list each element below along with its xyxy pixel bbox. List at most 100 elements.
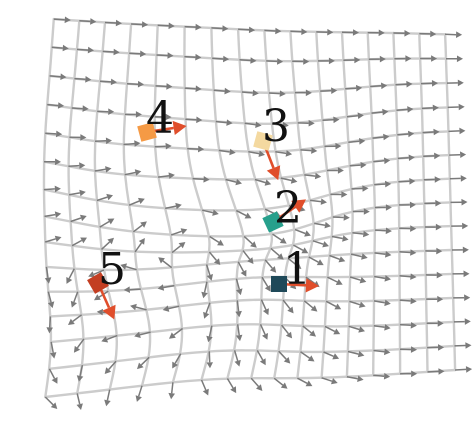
field-arrow xyxy=(165,202,182,210)
grid-column-line xyxy=(289,30,315,380)
field-arrow xyxy=(399,322,417,329)
field-arrow xyxy=(129,50,147,58)
field-arrow xyxy=(399,225,417,232)
field-arrow xyxy=(53,16,71,24)
field-arrow xyxy=(184,85,202,92)
field-arrow xyxy=(157,22,175,30)
field-arrows xyxy=(43,16,472,410)
field-arrow xyxy=(352,208,370,215)
field-arrow xyxy=(76,46,94,54)
field-arrow xyxy=(264,259,277,273)
field-arrow xyxy=(74,76,92,83)
field-arrow xyxy=(453,294,471,301)
field-arrow xyxy=(169,327,184,339)
field-arrow xyxy=(187,145,205,153)
field-arrow xyxy=(425,247,443,255)
field-arrow xyxy=(206,325,213,343)
field-arrow xyxy=(352,230,370,238)
field-arrow xyxy=(324,142,342,150)
field-arrow xyxy=(303,300,318,312)
field-arrow xyxy=(350,253,368,260)
field-arrow xyxy=(317,57,335,65)
field-arrow xyxy=(422,128,440,136)
field-arrow xyxy=(323,351,340,360)
field-arrow xyxy=(346,375,364,382)
field-arrow xyxy=(47,291,55,309)
field-arrow xyxy=(420,55,438,62)
field-arrow xyxy=(200,379,209,396)
grid-column-line xyxy=(340,31,354,378)
field-arrow xyxy=(374,227,392,235)
field-arrow xyxy=(94,137,112,145)
field-arrow xyxy=(373,324,391,331)
field-arrow xyxy=(256,350,266,366)
field-arrow xyxy=(268,90,286,97)
field-arrow xyxy=(88,269,105,278)
field-arrow xyxy=(45,130,63,138)
field-arrow xyxy=(326,167,344,174)
field-arrow xyxy=(331,235,349,242)
grid-row-line xyxy=(50,46,448,63)
field-arrow xyxy=(213,87,231,95)
grid-column-line xyxy=(93,21,118,391)
marker-label: 5 xyxy=(98,244,126,295)
marker-label: 2 xyxy=(274,183,302,234)
field-arrow xyxy=(373,372,391,380)
field-arrow xyxy=(316,28,334,36)
field-arrow xyxy=(242,250,254,264)
grid-row-line xyxy=(48,344,456,370)
field-arrow xyxy=(397,130,415,138)
field-arrow xyxy=(96,193,113,202)
field-arrow xyxy=(399,297,417,305)
marker-1: 1 xyxy=(271,244,319,295)
field-arrow xyxy=(70,291,79,308)
field-arrow xyxy=(156,52,174,59)
field-arrow xyxy=(304,172,322,180)
field-arrow xyxy=(449,151,467,158)
field-arrow xyxy=(343,56,361,64)
field-arrow xyxy=(241,89,259,97)
field-arrow xyxy=(349,300,366,308)
field-arrow xyxy=(282,299,294,314)
field-arrow xyxy=(259,323,268,340)
field-arrow xyxy=(294,89,312,97)
field-arrow xyxy=(420,80,438,87)
field-arrow xyxy=(211,25,229,32)
grid-column-line xyxy=(153,24,184,384)
field-arrow xyxy=(154,113,172,121)
field-arrow xyxy=(226,378,237,394)
field-arrow xyxy=(185,116,203,124)
field-arrow xyxy=(341,29,359,36)
field-arrow xyxy=(43,185,61,193)
field-arrow xyxy=(154,142,172,150)
field-arrow xyxy=(99,78,117,86)
field-arrow xyxy=(452,270,470,278)
grid-row-line xyxy=(42,153,451,181)
field-arrow xyxy=(374,251,392,258)
field-arrow xyxy=(297,119,315,127)
field-arrow xyxy=(297,377,313,387)
field-arrow xyxy=(99,218,115,228)
grid-column-line xyxy=(392,31,402,375)
marker-5: 5 xyxy=(87,244,126,320)
field-arrow xyxy=(348,325,365,333)
grid-column-line xyxy=(366,31,377,377)
field-arrow xyxy=(71,237,87,247)
field-arrow xyxy=(104,389,111,407)
field-arrow xyxy=(320,87,338,94)
field-arrow xyxy=(399,249,417,256)
field-arrow xyxy=(399,346,417,353)
field-arrow xyxy=(206,351,213,369)
field-arrow xyxy=(445,55,463,63)
field-arrow xyxy=(225,178,242,186)
field-arrow xyxy=(345,84,363,92)
field-arrow xyxy=(254,178,272,186)
field-arrow xyxy=(100,237,114,250)
marker-square xyxy=(137,122,157,142)
field-arrow xyxy=(424,223,442,231)
field-arrow xyxy=(397,154,415,161)
field-arrow xyxy=(351,185,369,192)
field-arrow xyxy=(260,299,269,316)
field-arrow xyxy=(126,80,144,88)
